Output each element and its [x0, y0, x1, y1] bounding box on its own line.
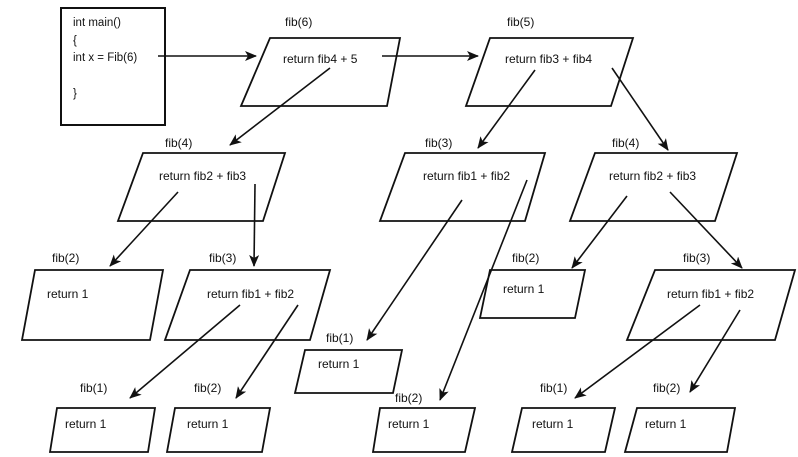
call-frame-fib5: fib(5) return fib3 + fib4 [464, 15, 635, 107]
call-frame-fib2c: fib(2) return 1 [165, 381, 272, 453]
frame-label: fib(3) [683, 251, 710, 265]
call-frame-fib4b: fib(4) return fib2 + fib3 [568, 136, 739, 222]
call-frame-fib3c: fib(3) return fib1 + fib2 [625, 251, 797, 341]
frame-label: fib(2) [194, 381, 221, 395]
main-code-line: int main() [73, 17, 121, 29]
parallelogram-frame [48, 407, 157, 453]
frame-return-text: return 1 [318, 357, 360, 371]
parallelogram-frame [378, 152, 547, 222]
call-arrow-fib3b-to-fib2c [235, 304, 299, 399]
call-arrow-fib4a-to-fib2a [109, 191, 179, 267]
parallelogram-frame [116, 152, 287, 222]
call-frame-fib4a: fib(4) return fib2 + fib3 [116, 136, 287, 222]
frame-return-text: return fib2 + fib3 [159, 169, 246, 183]
frame-label: fib(4) [165, 136, 192, 150]
main-code-line: { [73, 35, 77, 47]
frame-label: fib(2) [512, 251, 539, 265]
parallelogram-frame [510, 407, 617, 453]
call-arrow-fib5-to-fib3a [477, 69, 536, 149]
main-function-box: int main() { int x = Fib(6) } [60, 7, 166, 126]
call-frame-fib1a: fib(1) return 1 [293, 331, 404, 394]
parallelogram-frame [371, 407, 477, 453]
parallelogram-frame [623, 407, 737, 453]
call-arrow-fib3b-to-fib1b [129, 304, 241, 399]
call-frame-fib3b: fib(3) return fib1 + fib2 [163, 251, 332, 341]
parallelogram-frame [464, 37, 635, 107]
frame-return-text: return 1 [388, 417, 430, 431]
parallelogram-frame [239, 37, 402, 107]
call-arrow-fib3a-to-fib2d [439, 179, 528, 401]
frame-label: fib(3) [209, 251, 236, 265]
frame-return-text: return fib2 + fib3 [609, 169, 696, 183]
frame-return-text: return fib1 + fib2 [667, 287, 754, 301]
call-frame-fib2e: fib(2) return 1 [623, 381, 737, 453]
call-arrow-fib5-to-fib4b [611, 67, 669, 151]
call-frame-fib2b: fib(2) return 1 [478, 251, 587, 319]
main-code-line: int x = Fib(6) [73, 52, 137, 64]
frame-label: fib(2) [653, 381, 680, 395]
call-arrow-fib4b-to-fib3c [669, 191, 743, 269]
frame-return-text: return 1 [187, 417, 229, 431]
call-frame-fib2d: fib(2) return 1 [371, 391, 477, 453]
call-arrow-fib3c-to-fib2e [689, 309, 741, 393]
call-frame-fib2a: fib(2) return 1 [20, 251, 165, 341]
call-frame-fib1b: fib(1) return 1 [48, 381, 157, 453]
call-arrow-fib4b-to-fib2b [571, 195, 628, 269]
frame-label: fib(1) [540, 381, 567, 395]
frame-label: fib(6) [285, 15, 312, 29]
frame-label: fib(2) [52, 251, 79, 265]
frame-return-text: return fib4 + 5 [283, 52, 358, 66]
frame-return-text: return 1 [503, 282, 545, 296]
call-frames: fib(6) return fib4 + 5 fib(5) return fib3 +… [20, 15, 797, 453]
frame-return-text: return fib1 + fib2 [423, 169, 510, 183]
main-code-line: } [73, 88, 77, 100]
parallelogram-frame [625, 269, 797, 341]
parallelogram-frame [165, 407, 272, 453]
frame-label: fib(2) [395, 391, 422, 405]
parallelogram-frame [163, 269, 332, 341]
frame-return-text: return 1 [65, 417, 107, 431]
call-frame-fib6: fib(6) return fib4 + 5 [239, 15, 402, 107]
call-arrow-fib4a-to-fib3b [249, 183, 260, 267]
parallelogram-frame [478, 269, 587, 319]
frame-return-text: return fib3 + fib4 [505, 52, 592, 66]
call-arrow-fib3c-to-fib1c [574, 304, 701, 399]
call-arrows [109, 51, 743, 401]
call-frame-fib1c: fib(1) return 1 [510, 381, 617, 453]
frame-return-text: return 1 [47, 287, 89, 301]
parallelogram-frame [293, 349, 404, 394]
frame-label: fib(1) [326, 331, 353, 345]
frame-label: fib(1) [80, 381, 107, 395]
frame-return-text: return 1 [532, 417, 574, 431]
call-frame-fib3a: fib(3) return fib1 + fib2 [378, 136, 547, 222]
frame-label: fib(4) [612, 136, 639, 150]
call-arrow-fib3a-to-fib1a [366, 199, 463, 341]
parallelogram-frame [568, 152, 739, 222]
frame-return-text: return fib1 + fib2 [207, 287, 294, 301]
parallelogram-frame [20, 269, 165, 341]
frame-return-text: return 1 [645, 417, 687, 431]
frame-label: fib(5) [507, 15, 534, 29]
frame-label: fib(3) [425, 136, 452, 150]
